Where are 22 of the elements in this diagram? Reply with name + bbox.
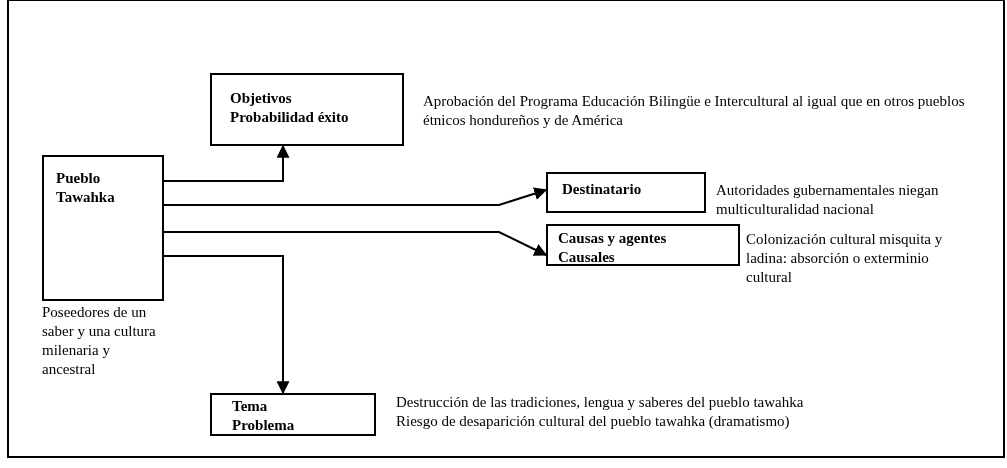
arrow: [163, 231, 548, 256]
box-label: Causas y agentes Causales: [558, 229, 668, 267]
box-label: Probabilidad éxito: [230, 108, 350, 127]
arrow: [163, 187, 548, 206]
description-text: Autoridades gubernamentales niegan multiculturalidad nacional: [716, 181, 940, 219]
box-label: Pueblo Tawahka: [56, 169, 116, 207]
description-text: Colonización cultural misquita y ladina: absorción o exterminio cultural: [746, 230, 944, 287]
concept-box: [546, 172, 706, 213]
box-label: Objetivos: [230, 89, 293, 108]
description-text: Aprobación del Programa Educación Bilingüe e Intercultural al igual que en otros pueblos étnicos hondureños y de América: [423, 92, 966, 130]
box-label: Destinatario: [562, 180, 643, 199]
box-label: Tema: [232, 397, 269, 416]
concept-box: [210, 73, 404, 146]
box-label: Problema: [232, 416, 296, 435]
concept-box: [42, 155, 164, 301]
concept-box: [210, 393, 376, 436]
description-text: Riesgo de desaparición cultural del pueblo tawahka (dramatismo): [396, 412, 791, 431]
description-text: Poseedores de un saber y una cultura milenaria y ancestral: [42, 303, 157, 379]
description-text: Destrucción de las tradiciones, lengua y saberes del pueblo tawahka: [396, 393, 805, 412]
arrow: [163, 144, 290, 182]
concept-box: [546, 224, 740, 266]
arrow: [163, 255, 290, 395]
